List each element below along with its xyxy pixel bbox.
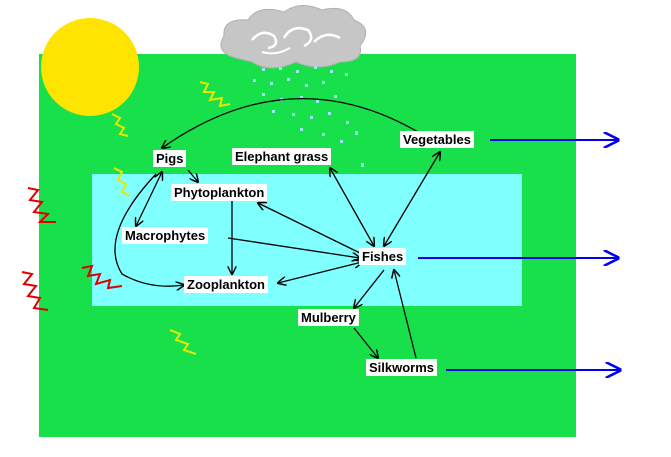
arrow-vegetables-pigs: [162, 98, 419, 148]
arrow-fishes-mulberry: [354, 269, 385, 308]
arrow-pigs-phytoplankton: [187, 169, 198, 182]
arrow-macrophytes-fishes: [227, 237, 360, 258]
node-phytoplankton: Phytoplankton: [171, 184, 268, 201]
arrow-pigs-zooplankton: [114, 173, 184, 286]
arrow-vegetables-fishes: [384, 152, 440, 246]
sun-icon: [41, 18, 139, 116]
sun-ray-zigzag: [111, 81, 231, 355]
node-mulberry: Mulberry: [298, 309, 359, 326]
output-arrows: [418, 140, 620, 370]
cloud-icon: [220, 5, 367, 69]
node-zooplankton: Zooplankton: [184, 276, 268, 293]
node-fishes: Fishes: [359, 248, 407, 265]
node-elephant-grass: Elephant grass: [232, 148, 332, 165]
node-vegetables: Vegetables: [400, 131, 474, 148]
node-pigs: Pigs: [153, 150, 187, 167]
heat-zigzag: [21, 187, 123, 311]
node-silkworms: Silkworms: [366, 359, 438, 376]
arrow-pigs-macrophytes: [136, 172, 162, 226]
arrow-elephantgrass-fishes: [330, 168, 374, 246]
food-web-arrows: [114, 98, 440, 359]
node-macrophytes: Macrophytes: [122, 227, 209, 244]
arrow-fishes-zooplankton: [278, 262, 362, 283]
arrow-mulberry-silkworms: [353, 327, 378, 358]
arrow-silkworms-fishes: [394, 270, 417, 359]
